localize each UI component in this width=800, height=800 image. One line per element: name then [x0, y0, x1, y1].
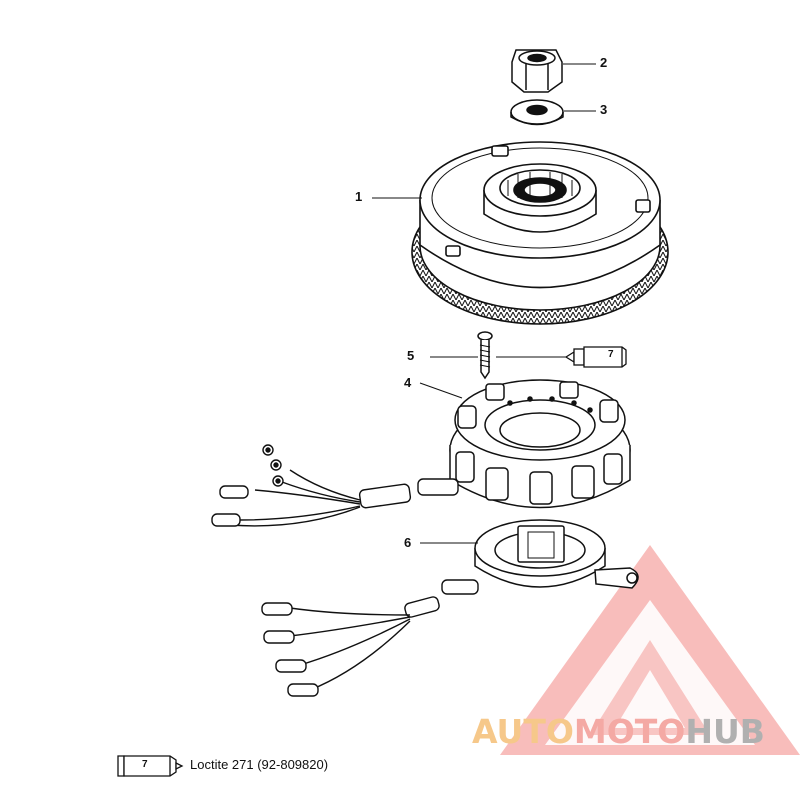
trigger-part-6 [474, 519, 639, 589]
watermark-part-3: HUB [685, 712, 765, 751]
callout-3: 3 [600, 102, 608, 117]
callout-2: 2 [600, 55, 608, 70]
sealant-tube-number: 7 [608, 349, 614, 360]
callout-1: 1 [355, 189, 363, 204]
legend-tube-number: 7 [142, 759, 148, 770]
watermark-part-2: MOTO [573, 712, 686, 751]
stator-harness [211, 444, 459, 527]
stator-part-4 [449, 379, 631, 509]
leader-4 [419, 382, 463, 399]
callout-4: 4 [404, 375, 412, 390]
legend-tube-icon [117, 755, 184, 777]
watermark-brand: AUTOMOTOHUB [472, 712, 765, 751]
trigger-harness [261, 579, 479, 697]
legend-text: Loctite 271 (92-809820) [190, 757, 329, 772]
callout-6: 6 [404, 535, 412, 550]
callout-5: 5 [407, 348, 415, 363]
washer-part-3 [510, 99, 564, 126]
screw-part-5 [477, 331, 493, 380]
nut-part-2 [511, 49, 563, 93]
watermark-part-1: AUTO [472, 712, 574, 751]
flywheel-part-1 [411, 141, 669, 325]
watermark-logo [500, 545, 800, 755]
sealant-tube-icon [564, 346, 627, 368]
